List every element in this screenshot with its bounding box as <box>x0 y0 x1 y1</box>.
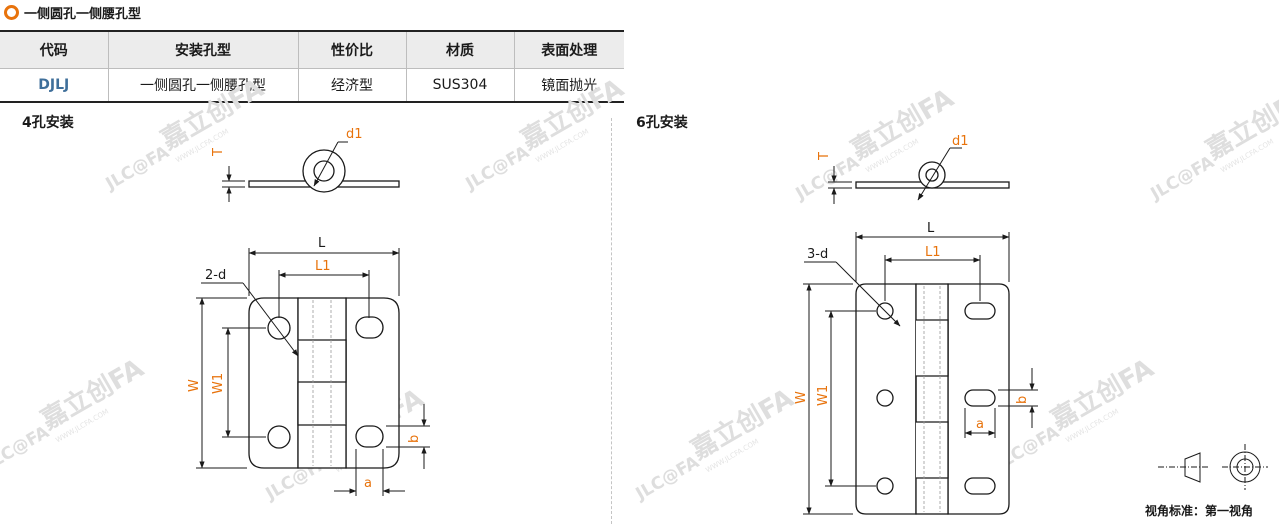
label-a-right: a <box>976 417 984 432</box>
label-a-left: a <box>364 476 372 491</box>
svg-text:JLC@FA: JLC@FA <box>1147 152 1219 205</box>
col-header-hole-type: 安装孔型 <box>108 30 299 69</box>
svg-text:JLC@FA: JLC@FA <box>102 142 174 195</box>
watermark: JLC@FA 嘉立创FA WWW.JLCFA.COM <box>992 353 1159 475</box>
label-W1: W1 <box>211 373 226 394</box>
svg-text:JLC@FA: JLC@FA <box>632 452 704 505</box>
col-header-material: 材质 <box>406 30 515 69</box>
label-6-hole: 6孔安装 <box>636 115 688 131</box>
side-view-4hole: d1 T <box>211 127 400 202</box>
circle-marker-icon <box>4 4 19 20</box>
watermark: JLC@FA 嘉立创FA WWW.JLCFA.COM <box>462 73 629 195</box>
watermark: JLC@FA 嘉立创FA WWW.JLCFA.COM <box>1147 83 1279 205</box>
projection-symbol <box>1158 444 1268 490</box>
watermark: JLC@FA 嘉立创FA WWW.JLCFA.COM <box>792 83 959 205</box>
label-d1: d1 <box>346 127 363 142</box>
label-L-right: L <box>927 221 935 236</box>
section-title: 一侧圆孔一侧腰孔型 <box>4 2 141 22</box>
label-L1-right: L1 <box>925 245 941 260</box>
col-header-code: 代码 <box>0 30 109 69</box>
label-d1-right: d1 <box>952 134 969 149</box>
watermark-group: JLC@FA 嘉立创FA WWW.JLCFA.COM JLC@FA 嘉立创FA … <box>0 73 1279 505</box>
label-4-hole: 4孔安装 <box>22 115 74 131</box>
col-header-value: 性价比 <box>298 30 407 69</box>
title-text: 一侧圆孔一侧腰孔型 <box>24 6 142 22</box>
svg-text:JLC@FA: JLC@FA <box>462 142 534 195</box>
side-view-6hole: d1 T <box>817 134 1010 204</box>
front-view-6hole: L L1 W W1 3-d b a <box>794 221 1038 515</box>
label-L1: L1 <box>315 259 331 274</box>
label-b-left: b <box>407 435 422 443</box>
section-divider <box>611 118 612 524</box>
cell-finish: 镜面抛光 <box>514 68 624 103</box>
col-header-finish: 表面处理 <box>514 30 624 69</box>
label-holes-6: 3-d <box>807 247 828 262</box>
cell-value: 经济型 <box>298 68 407 103</box>
label-holes-4: 2-d <box>205 268 226 283</box>
view-standard-label: 视角标准：第一视角 <box>1145 504 1254 518</box>
cell-material: SUS304 <box>406 68 515 103</box>
label-W-right: W <box>794 391 809 404</box>
cell-hole-type: 一侧圆孔一侧腰孔型 <box>108 68 299 103</box>
label-T: T <box>211 148 226 157</box>
front-view-4hole: L L1 W W1 2-d b a <box>187 236 430 496</box>
label-W1-right: W1 <box>816 385 831 406</box>
table-header-row: 代码 安装孔型 性价比 材质 表面处理 <box>0 30 624 69</box>
watermark: JLC@FA 嘉立创FA WWW.JLCFA.COM <box>102 73 269 195</box>
label-W: W <box>187 379 202 392</box>
svg-text:JLC@FA: JLC@FA <box>0 422 53 475</box>
label-L: L <box>318 236 326 251</box>
table-row: DJLJ 一侧圆孔一侧腰孔型 经济型 SUS304 镜面抛光 <box>0 68 624 103</box>
watermark: JLC@FA 嘉立创FA WWW.JLCFA.COM <box>0 353 149 475</box>
spec-table: 代码 安装孔型 性价比 材质 表面处理 DJLJ 一侧圆孔一侧腰孔型 经济型 S… <box>0 30 624 103</box>
label-b-right: b <box>1015 396 1030 404</box>
cell-code[interactable]: DJLJ <box>0 68 109 103</box>
watermark: JLC@FA 嘉立创FA WWW.JLCFA.COM <box>632 383 799 505</box>
label-T-right: T <box>817 152 832 161</box>
svg-text:嘉立创FA: 嘉立创FA <box>1201 83 1279 166</box>
